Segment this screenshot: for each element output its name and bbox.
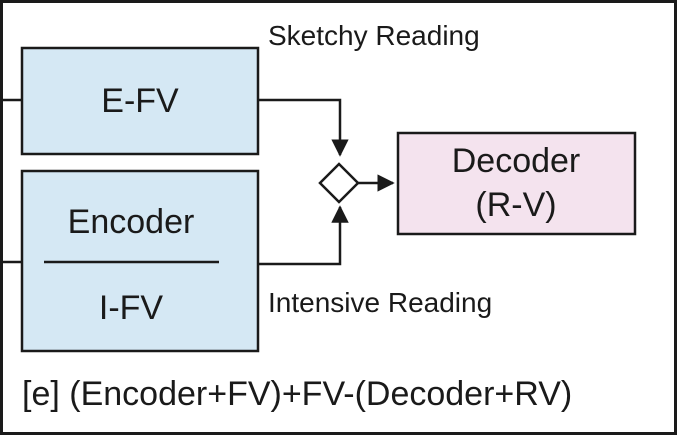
rv-label: (R-V) (475, 186, 556, 224)
efv-box (20, 46, 260, 156)
merge-diamond (318, 162, 360, 204)
caption: [e] (Encoder+FV)+FV-(Decoder+RV) (22, 375, 572, 413)
ifv-label: I-FV (99, 289, 164, 327)
encoder-to-merge-arrow (258, 205, 349, 266)
decoder-box (396, 131, 637, 236)
efv-to-merge-arrow (258, 98, 349, 157)
intensive-reading-label: Intensive Reading (268, 287, 492, 318)
sketchy-reading-label: Sketchy Reading (268, 20, 480, 51)
decoder-label: Decoder (452, 142, 581, 180)
encoder-label: Encoder (68, 203, 195, 241)
efv-label: E-FV (101, 82, 179, 120)
